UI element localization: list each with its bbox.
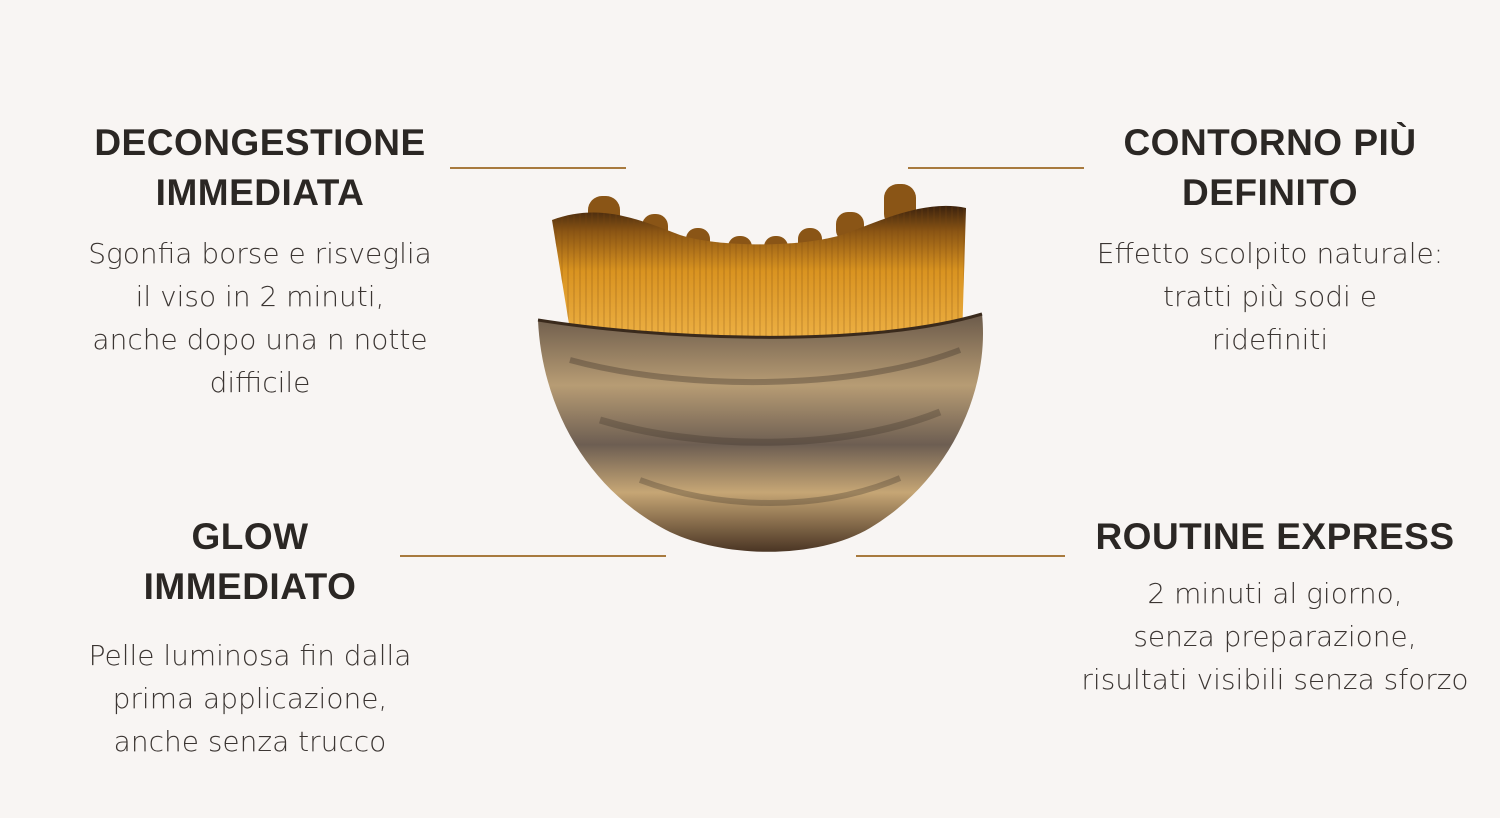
title-line: IMMEDIATA xyxy=(155,172,365,213)
feature-description: Pelle luminosa fin dalla prima applicazi… xyxy=(40,634,460,763)
feature-title: CONTORNO PIÙ DEFINITO xyxy=(1050,118,1490,218)
title-line: IMMEDIATO xyxy=(143,566,357,607)
feature-routine: ROUTINE EXPRESS 2 minuti al giorno, senz… xyxy=(1050,512,1500,701)
desc-line: risultati visibili senza sforzo xyxy=(1081,663,1469,696)
feature-description: 2 minuti al giorno, senza preparazione, … xyxy=(1050,572,1500,701)
feature-description: Sgonfia borse e risveglia il viso in 2 m… xyxy=(40,232,480,404)
feature-contorno: CONTORNO PIÙ DEFINITO Effetto scolpito n… xyxy=(1050,118,1490,361)
desc-line: prima applicazione, xyxy=(112,682,388,715)
title-line: DEFINITO xyxy=(1182,172,1358,213)
title-line: CONTORNO PIÙ xyxy=(1123,122,1417,163)
desc-line: Effetto scolpito naturale: xyxy=(1096,237,1444,270)
feature-title: DECONGESTIONE IMMEDIATA xyxy=(40,118,480,218)
desc-line: ridefiniti xyxy=(1211,323,1329,356)
desc-line: senza preparazione, xyxy=(1133,620,1417,653)
connector-line-bottom-left xyxy=(400,555,666,557)
desc-line: difficile xyxy=(209,366,311,399)
wooden-face-brush-icon xyxy=(537,184,984,552)
feature-decongestione: DECONGESTIONE IMMEDIATA Sgonfia borse e … xyxy=(40,118,480,404)
title-line: GLOW xyxy=(191,516,309,557)
desc-line: tratti più sodi e xyxy=(1163,280,1377,313)
desc-line: anche dopo una n notte xyxy=(92,323,428,356)
desc-line: Sgonfia borse e risveglia xyxy=(88,237,432,270)
desc-line: Pelle luminosa fin dalla xyxy=(88,639,412,672)
feature-glow: GLOW IMMEDIATO Pelle luminosa fin dalla … xyxy=(40,512,460,763)
connector-line-top-right xyxy=(908,167,1084,169)
desc-line: il viso in 2 minuti, xyxy=(135,280,385,313)
connector-line-bottom-right xyxy=(856,555,1065,557)
feature-description: Effetto scolpito naturale: tratti più so… xyxy=(1050,232,1490,361)
wooden-base xyxy=(538,314,984,552)
title-line: DECONGESTIONE xyxy=(94,122,426,163)
connector-line-top-left xyxy=(450,167,626,169)
title-line: ROUTINE EXPRESS xyxy=(1095,516,1455,557)
feature-title: ROUTINE EXPRESS xyxy=(1050,512,1500,562)
desc-line: anche senza trucco xyxy=(113,725,387,758)
feature-title: GLOW IMMEDIATO xyxy=(40,512,460,612)
desc-line: 2 minuti al giorno, xyxy=(1147,577,1403,610)
